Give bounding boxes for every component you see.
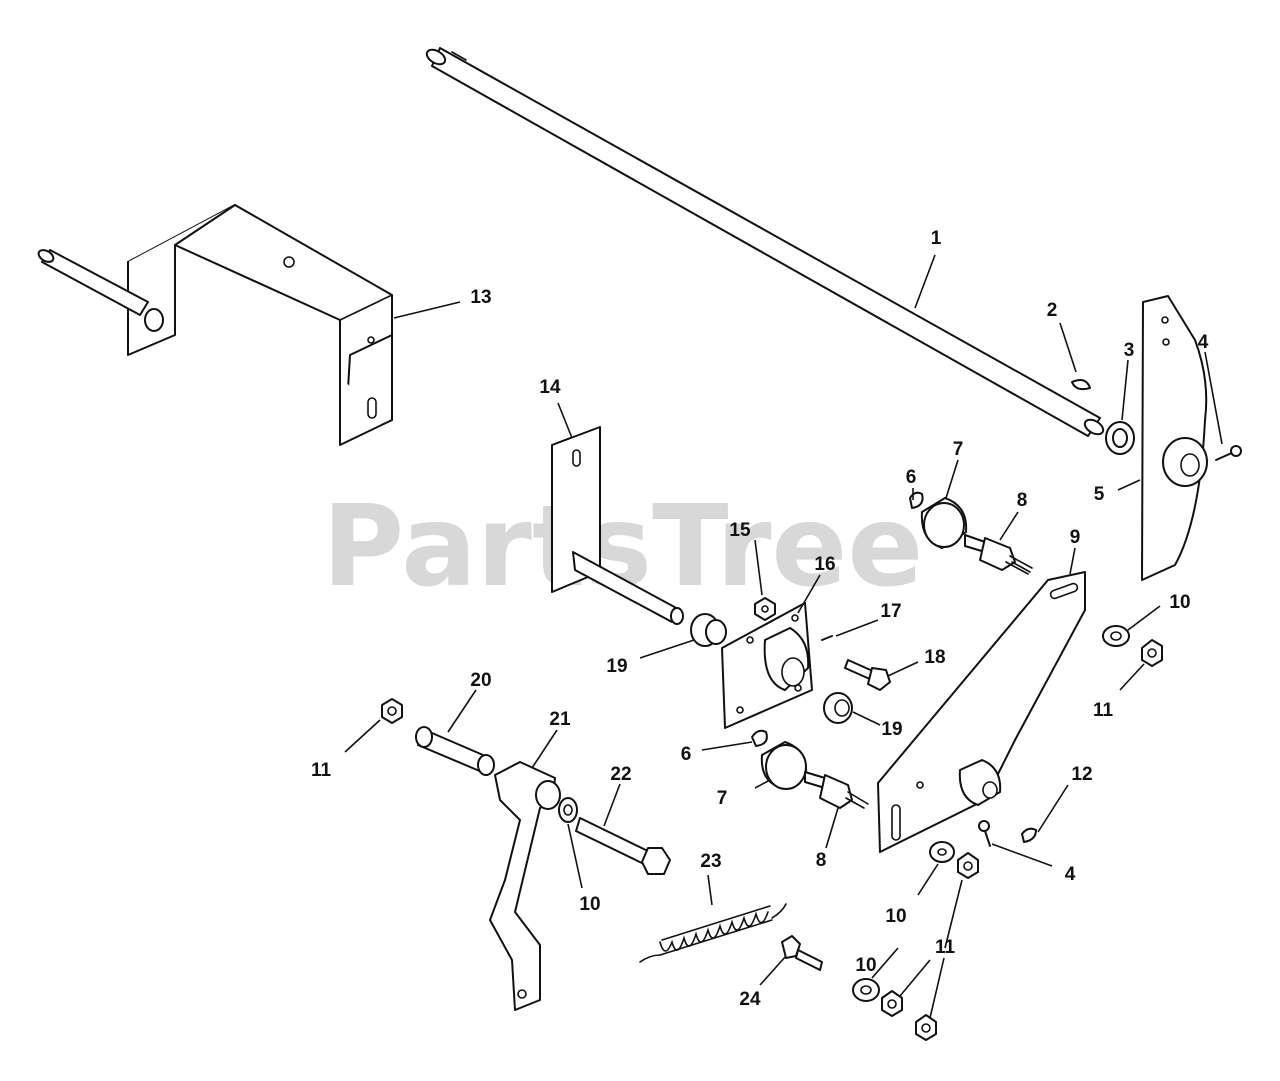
part-nut-11-bottom-b — [881, 990, 903, 1017]
callout-9: 9 — [1070, 527, 1081, 548]
part-washer-10-bottom — [929, 841, 955, 863]
callout-7-top: 7 — [953, 439, 964, 460]
callout-18: 18 — [924, 647, 945, 668]
callout-2: 2 — [1047, 300, 1058, 321]
part-nut-11-bottom-a — [957, 852, 979, 879]
callout-10-left: 10 — [579, 894, 600, 915]
callout-19-left: 19 — [606, 656, 627, 677]
part-pin-plate — [551, 426, 684, 625]
part-key-bottom — [1021, 827, 1037, 843]
callout-5: 5 — [1094, 484, 1105, 505]
callout-24: 24 — [739, 989, 761, 1010]
callout-14: 14 — [539, 377, 561, 398]
part-spring — [639, 903, 787, 963]
part-screw-bottom — [978, 820, 991, 847]
callout-6-bottom: 6 — [681, 744, 692, 765]
callout-17: 17 — [880, 601, 901, 622]
callout-10-lower: 10 — [855, 955, 876, 976]
callout-6-top: 6 — [906, 467, 917, 488]
callout-labels: 1 2 3 4 5 6 7 8 9 10 11 11 12 13 14 15 1… — [311, 228, 1209, 1010]
callout-4-top: 4 — [1198, 332, 1209, 353]
callout-7-bottom: 7 — [717, 788, 728, 809]
part-clip-bottom — [751, 729, 768, 747]
callout-8-bottom: 8 — [816, 850, 827, 871]
part-bolt-22 — [575, 817, 671, 875]
callout-12: 12 — [1071, 764, 1092, 785]
callout-1: 1 — [931, 228, 942, 249]
callout-11-left: 11 — [311, 760, 332, 781]
callout-11-right: 11 — [1093, 700, 1114, 721]
callout-20: 20 — [470, 670, 491, 691]
part-bolt-18 — [844, 659, 891, 691]
part-roller-top — [920, 497, 968, 549]
callout-16: 16 — [814, 554, 835, 575]
callout-11-bottom: 11 — [935, 937, 956, 958]
part-key-top — [1071, 379, 1091, 391]
part-nut-15 — [754, 597, 776, 621]
callout-4-bottom: 4 — [1065, 864, 1076, 885]
part-nut-11-left — [381, 698, 403, 724]
callout-21: 21 — [549, 709, 571, 730]
part-nut-11-bottom-c — [915, 1014, 937, 1041]
callout-10-bottom: 10 — [885, 906, 906, 927]
part-washer-10-lower — [852, 978, 880, 1002]
callout-19-right: 19 — [881, 719, 902, 740]
callout-15: 15 — [729, 520, 751, 541]
part-arm — [489, 761, 561, 1011]
part-bushing — [1105, 421, 1135, 455]
part-stud-top — [964, 534, 1033, 575]
callout-8-top: 8 — [1017, 490, 1028, 511]
part-stud-bottom — [804, 771, 869, 809]
callout-13: 13 — [470, 287, 491, 308]
part-sleeve — [415, 726, 495, 776]
part-roller-bottom — [760, 741, 808, 790]
part-bushing-19-right — [823, 692, 853, 724]
part-nut-11-right — [1141, 639, 1163, 667]
callout-23: 23 — [700, 851, 721, 872]
part-large-lever — [877, 571, 1086, 853]
part-bracket — [37, 204, 393, 446]
callout-3: 3 — [1124, 340, 1135, 361]
part-boss-plate — [721, 602, 813, 729]
part-washer-10-left — [558, 797, 578, 823]
leader-lines — [344, 254, 1223, 1019]
part-bolt-24 — [781, 935, 823, 971]
part-small-screw — [821, 635, 833, 641]
part-screw-top — [1215, 445, 1242, 461]
part-washer-10-right — [1102, 625, 1130, 647]
part-bushing-19-left — [690, 613, 727, 647]
part-lever-plate — [1141, 295, 1208, 581]
callout-22: 22 — [610, 764, 631, 785]
callout-10-right: 10 — [1169, 592, 1190, 613]
part-shaft — [425, 47, 1105, 437]
